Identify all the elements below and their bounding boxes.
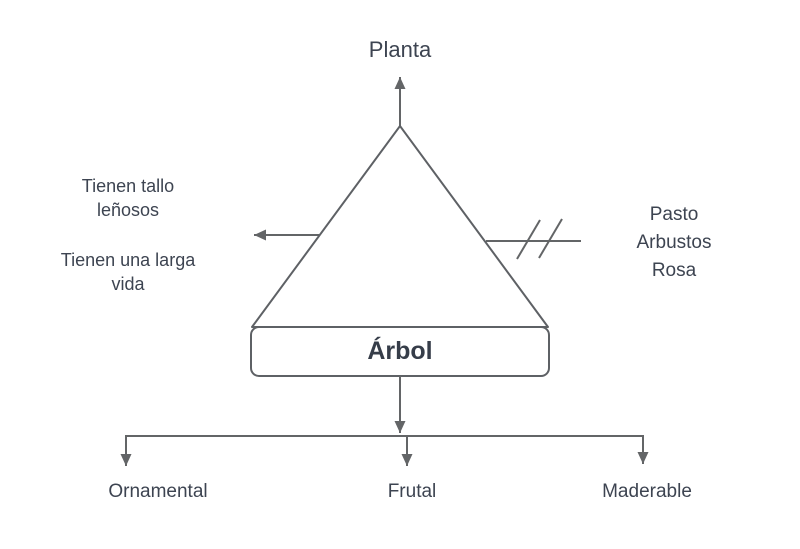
branch-label-frutal: Frutal <box>387 481 437 502</box>
node-label-arbol: Árbol <box>367 337 433 365</box>
left-note-2-line1: Tienen una larga <box>60 250 196 270</box>
plant-triangle-shape <box>251 125 549 328</box>
branch-label-maderable: Maderable <box>602 481 692 502</box>
left-note-1: Tienen tallo leñosos <box>47 174 209 222</box>
right-note: Pasto Arbustos Rosa <box>612 201 736 285</box>
right-note-line1: Pasto <box>649 204 699 225</box>
right-note-line2: Arbustos <box>636 232 712 253</box>
left-note-1-line1: Tienen tallo <box>81 176 175 196</box>
negation-slash-icon <box>538 218 563 259</box>
right-note-line3: Rosa <box>651 260 697 281</box>
left-note-2: Tienen una larga vida <box>38 248 218 296</box>
branch-label-ornamental: Ornamental <box>108 481 208 502</box>
negation-slash-icon <box>516 219 541 260</box>
top-label-planta: Planta <box>368 37 432 62</box>
left-note-1-line2: leñosos <box>96 200 160 220</box>
left-note-2-line2: vida <box>111 274 145 294</box>
